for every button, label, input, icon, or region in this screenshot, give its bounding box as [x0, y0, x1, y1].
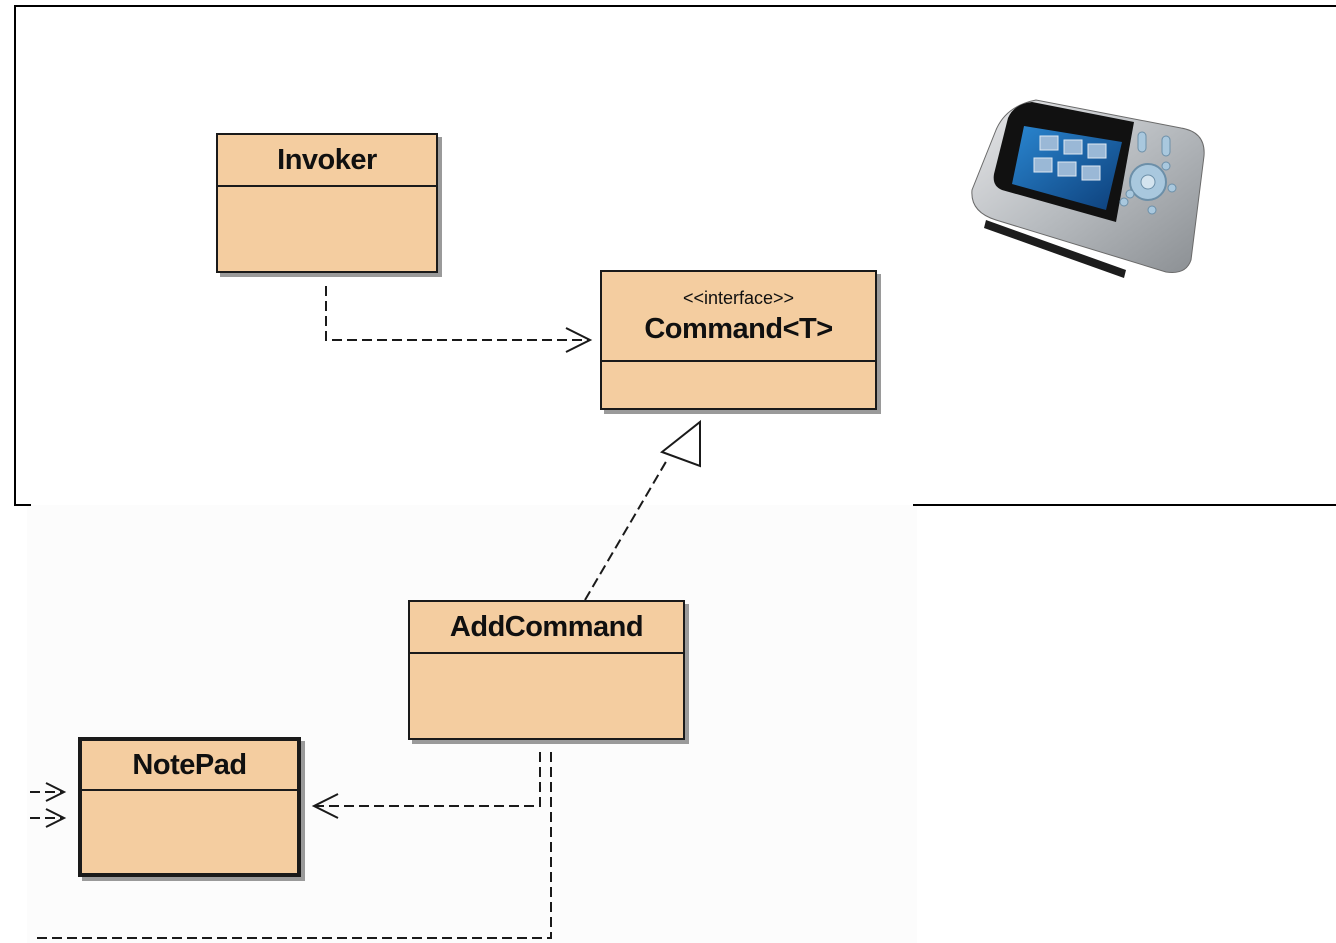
realization-triangle	[659, 419, 701, 468]
class-name: Invoker	[277, 143, 377, 176]
class-notepad[interactable]: NotePad	[78, 737, 301, 877]
class-name: NotePad	[132, 748, 247, 781]
class-invoker-header: Invoker	[218, 135, 436, 187]
frame-top-border	[14, 5, 1336, 7]
arrowhead-notepad-in-1	[45, 782, 67, 802]
class-name: AddCommand	[449, 610, 644, 643]
class-command-header: <<interface>> Command<T>	[602, 272, 875, 362]
arrowhead-notepad	[311, 793, 339, 819]
invoker-to-command-dependency	[325, 286, 590, 341]
frame-left-border	[14, 5, 16, 506]
class-invoker[interactable]: Invoker	[216, 133, 438, 273]
frame-bottom-right-border	[913, 504, 1336, 506]
class-command[interactable]: <<interface>> Command<T>	[600, 270, 877, 410]
arrowhead-command	[565, 327, 593, 353]
class-notepad-header: NotePad	[82, 741, 297, 791]
addcommand-outgoing-dependency	[32, 752, 552, 939]
addcommand-to-notepad-dependency	[315, 752, 541, 807]
arrowhead-notepad-in-2	[45, 808, 67, 828]
class-name: Command<T>	[644, 312, 833, 345]
frame-bottom-left-border	[14, 504, 31, 506]
class-addcommand-header: AddCommand	[410, 602, 683, 654]
addcommand-to-command-realization	[584, 459, 668, 601]
class-addcommand[interactable]: AddCommand	[408, 600, 685, 740]
class-stereotype: <<interface>>	[682, 287, 795, 308]
remote-control-image	[971, 99, 1205, 278]
remote-base	[984, 220, 1126, 278]
screen-tiles	[1033, 135, 1107, 181]
remote-buttons	[1119, 131, 1177, 215]
